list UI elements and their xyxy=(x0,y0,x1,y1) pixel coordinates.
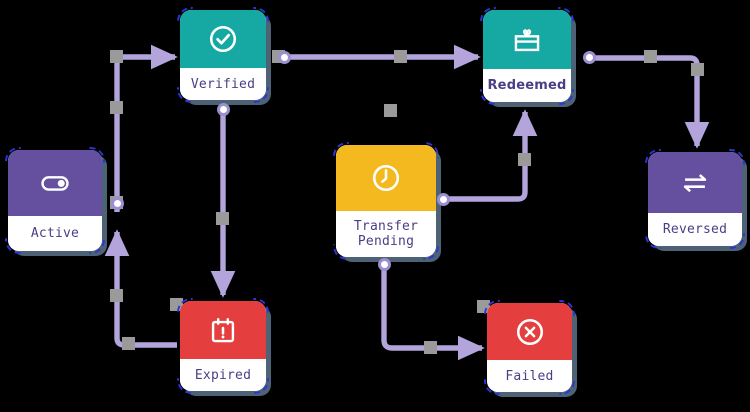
edge-redeemed-reversed xyxy=(588,55,710,149)
edge-marker xyxy=(170,298,183,311)
edge-active-verified xyxy=(114,44,178,212)
edge-marker xyxy=(122,337,135,350)
node-header xyxy=(180,10,266,68)
node-body: Redeemed xyxy=(483,10,571,102)
node-label: Transfer Pending xyxy=(336,211,436,257)
gift-icon xyxy=(514,28,540,51)
node-redeemed[interactable]: Redeemed xyxy=(480,7,576,107)
node-body: Active xyxy=(8,150,102,251)
node-transfer-pending[interactable]: Transfer Pending xyxy=(333,142,441,262)
node-label: Verified xyxy=(180,68,266,100)
node-header xyxy=(336,145,436,211)
exchange-icon xyxy=(683,173,707,192)
node-header xyxy=(487,303,572,360)
handle-verified-right[interactable] xyxy=(278,51,291,64)
edge-marker xyxy=(394,50,407,63)
toggle-icon xyxy=(41,176,69,191)
handle-redeemed-right[interactable] xyxy=(583,51,596,64)
node-body: Transfer Pending xyxy=(336,145,436,257)
node-header xyxy=(483,10,571,69)
node-active[interactable]: Active xyxy=(5,147,107,256)
edge-transfer-redeemed xyxy=(443,109,538,202)
calendar-alert-icon xyxy=(211,318,235,343)
check-circle-icon xyxy=(209,25,237,53)
edge-marker xyxy=(216,212,229,225)
edge-marker xyxy=(384,104,397,117)
handle-transfer-right[interactable] xyxy=(437,193,450,206)
edge-marker xyxy=(477,300,490,313)
node-header xyxy=(8,150,102,216)
node-expired[interactable]: Expired xyxy=(177,298,271,396)
node-label: Redeemed xyxy=(483,69,571,102)
node-reversed[interactable]: Reversed xyxy=(645,149,747,251)
edge-expired-active xyxy=(104,229,177,348)
node-body: Verified xyxy=(180,10,266,100)
node-verified[interactable]: Verified xyxy=(177,7,271,105)
edge-marker xyxy=(518,153,531,166)
node-label: Expired xyxy=(180,359,266,391)
edge-marker xyxy=(691,63,704,76)
x-circle-icon xyxy=(516,318,543,345)
node-label: Active xyxy=(8,216,102,251)
node-label: Reversed xyxy=(648,213,742,246)
node-header xyxy=(648,152,742,213)
edge-transfer-failed xyxy=(381,264,485,361)
node-label: Failed xyxy=(487,360,572,392)
node-body: Expired xyxy=(180,301,266,391)
edge-marker xyxy=(110,289,123,302)
edge-marker xyxy=(110,50,123,63)
node-failed[interactable]: Failed xyxy=(484,300,577,397)
node-body: Reversed xyxy=(648,152,742,246)
handle-transfer-bottom[interactable] xyxy=(378,258,391,271)
node-header xyxy=(180,301,266,359)
edge-marker xyxy=(644,50,657,63)
handle-active-right[interactable] xyxy=(111,197,124,210)
edge-marker xyxy=(424,341,437,354)
clock-icon xyxy=(372,164,400,192)
handle-verified-bottom[interactable] xyxy=(217,103,230,116)
node-body: Failed xyxy=(487,303,572,392)
edge-marker xyxy=(110,101,123,114)
